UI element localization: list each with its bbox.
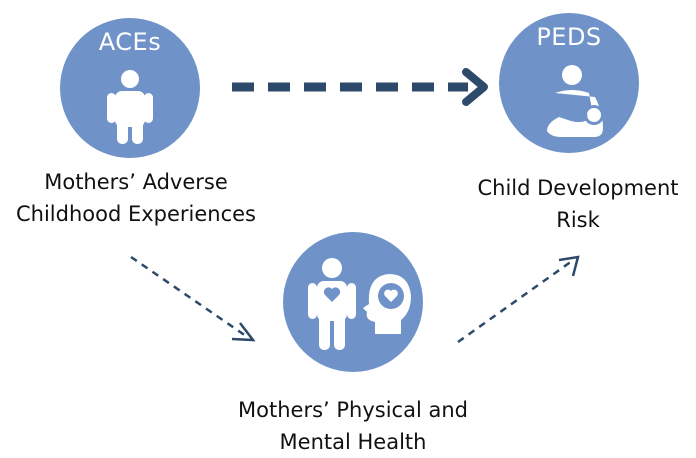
- health-node: [283, 232, 423, 372]
- arrow-health-to-peds: [457, 255, 580, 344]
- aces-caption: Mothers’ Adverse Childhood Experiences: [2, 166, 270, 230]
- mother-holding-baby-icon: [547, 65, 604, 137]
- health-caption-line-1: Mothers’ Physical and: [238, 398, 468, 422]
- health-caption: Mothers’ Physical and Mental Health: [220, 394, 486, 458]
- child-figure-icon: [107, 70, 153, 144]
- peds-caption: Child Development Risk: [465, 172, 691, 236]
- peds-node: PEDS: [499, 13, 639, 153]
- arrow-aces-to-health: [130, 255, 256, 342]
- peds-caption-line-2: Risk: [556, 208, 600, 232]
- peds-caption-line-1: Child Development: [477, 176, 679, 200]
- head-with-heart-icon: [363, 274, 411, 334]
- peds-node-label: PEDS: [536, 23, 602, 51]
- aces-node: ACEs: [60, 18, 200, 158]
- health-caption-line-2: Mental Health: [279, 430, 427, 454]
- health-icons: [308, 258, 411, 350]
- aces-caption-line-1: Mothers’ Adverse: [44, 170, 228, 194]
- aces-caption-line-2: Childhood Experiences: [15, 202, 257, 226]
- aces-node-label: ACEs: [98, 28, 162, 56]
- body-with-heart-icon: [308, 258, 356, 350]
- arrow-aces-to-peds: [232, 68, 488, 106]
